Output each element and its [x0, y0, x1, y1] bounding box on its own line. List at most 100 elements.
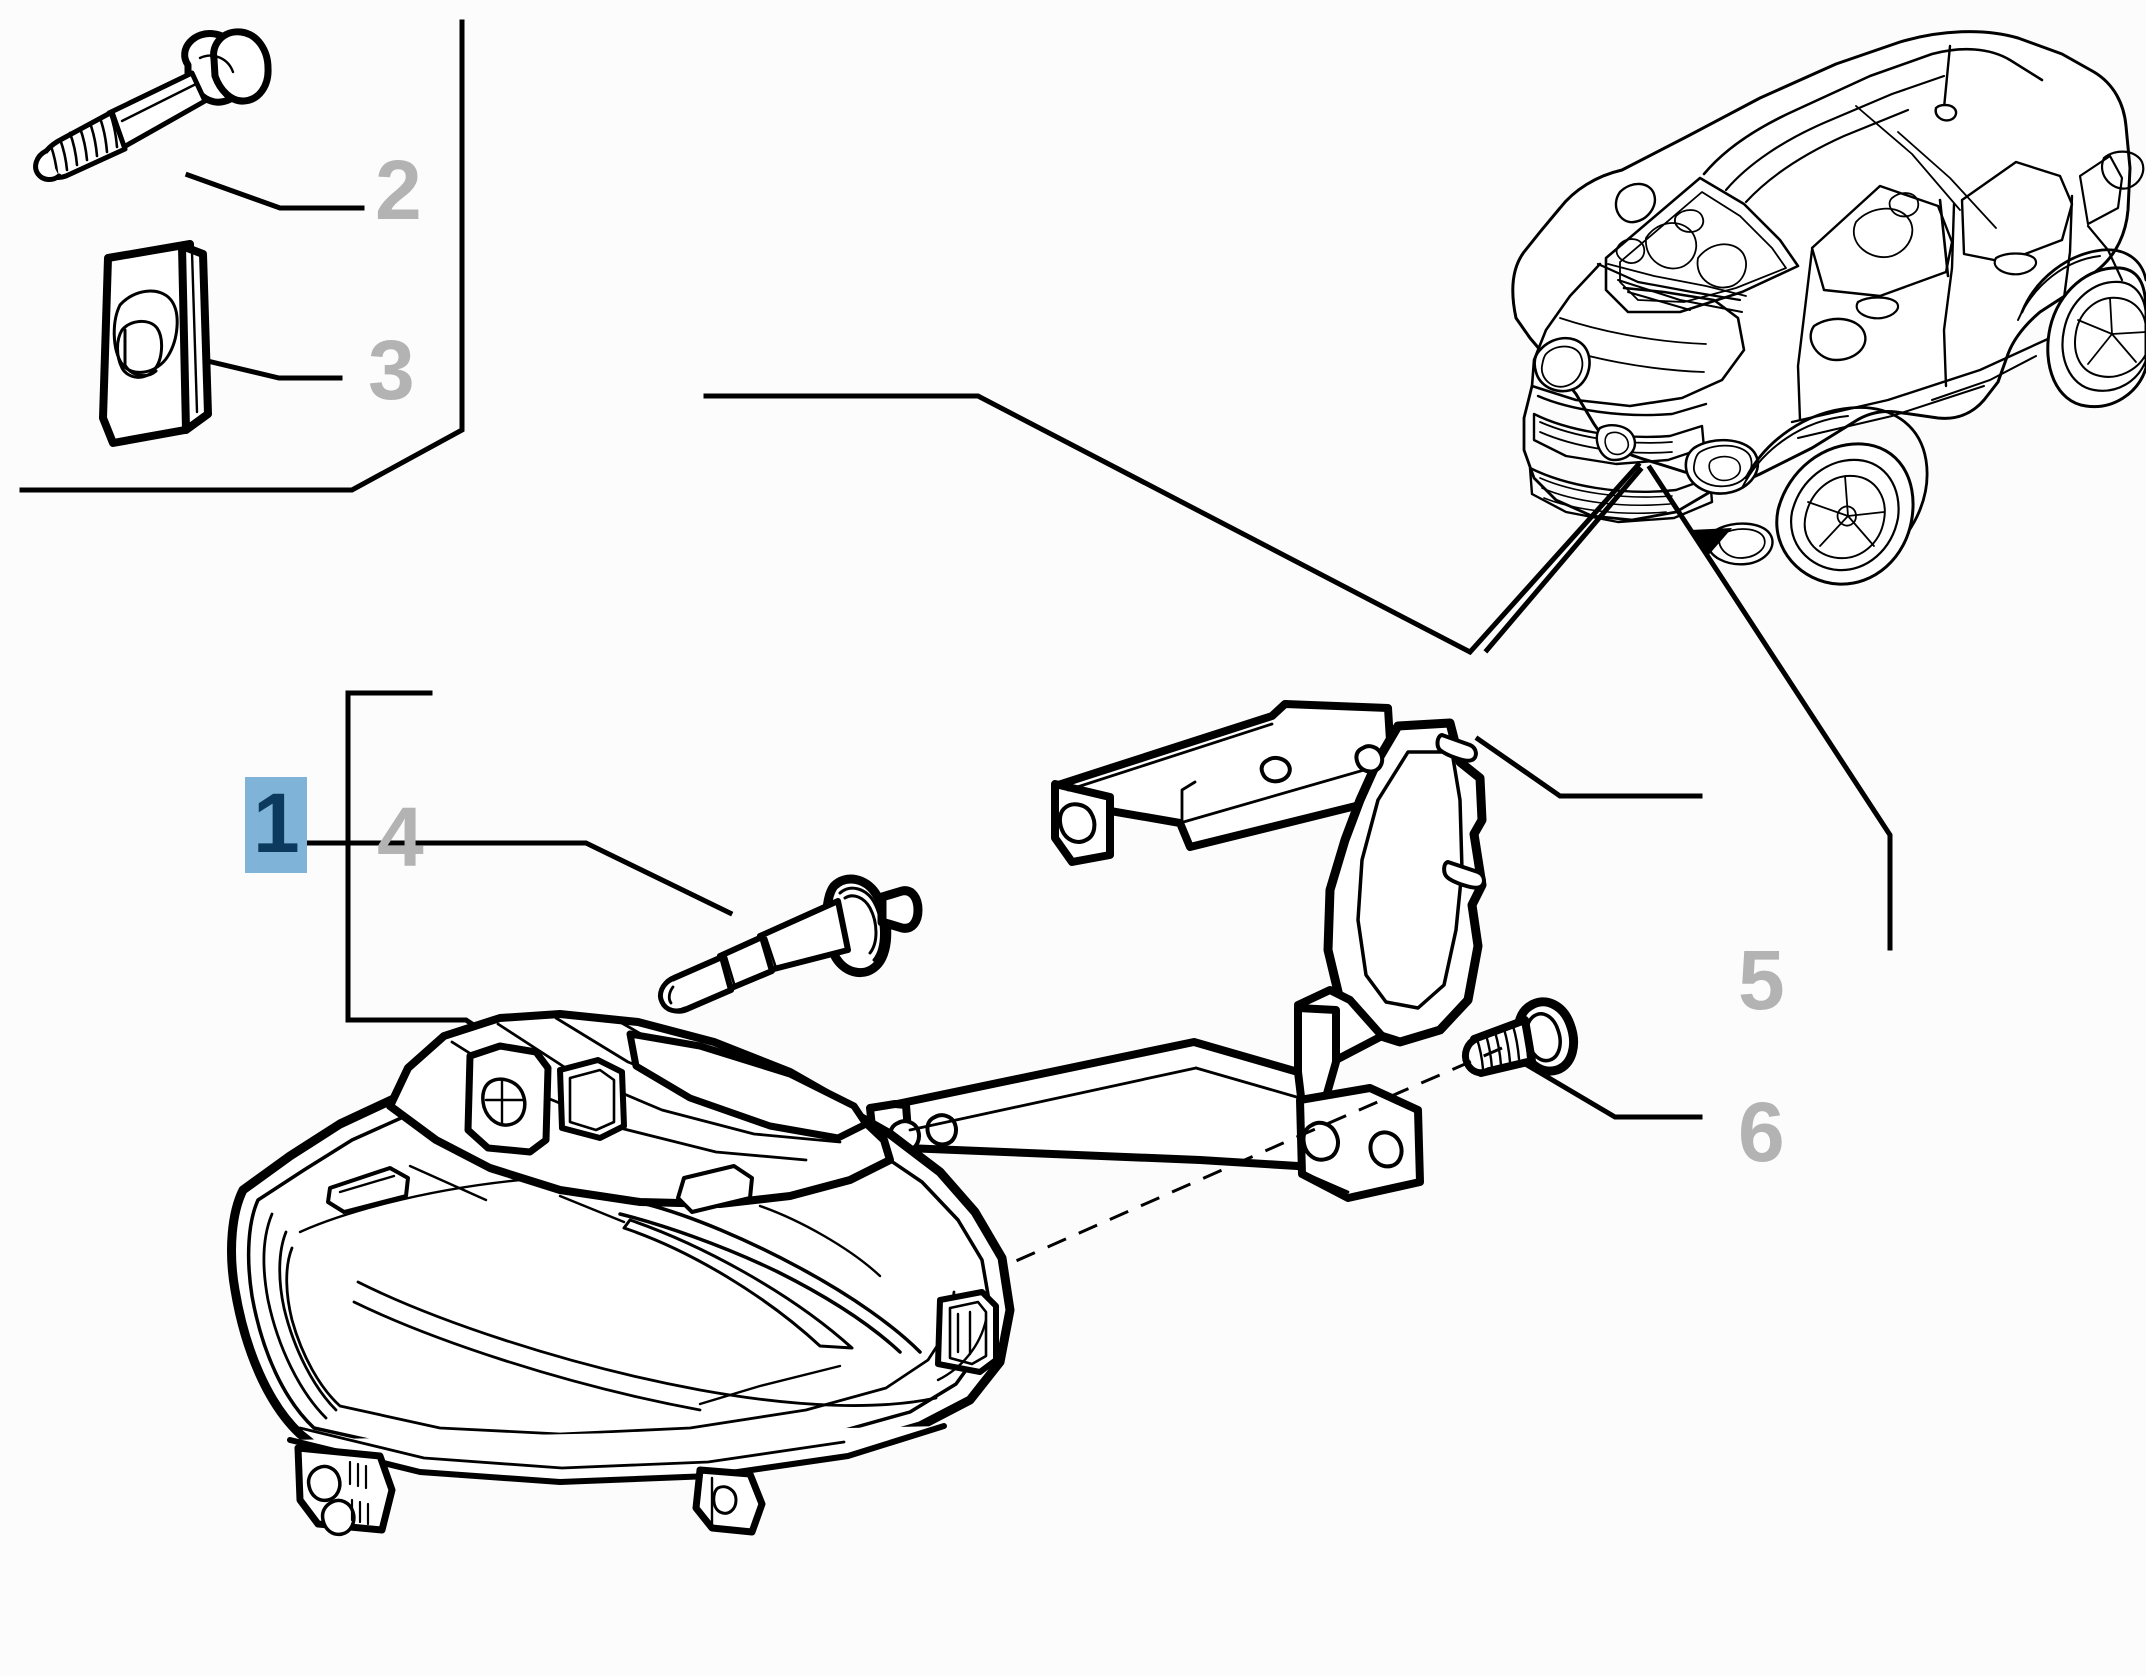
vehicle-tyre-front-inner [1789, 458, 1900, 572]
bracket-right-plate-hole-1 [1301, 1120, 1340, 1162]
headlamp-connector-inner [948, 1300, 988, 1366]
vehicle-rear-quarter-panel [2086, 224, 2124, 282]
vehicle-wiper-2 [1627, 291, 1691, 311]
bulb-collar-inner [838, 886, 883, 962]
bulb-tip-end [657, 976, 688, 1014]
bracket-upper-tab-hole [1057, 802, 1097, 844]
vehicle-cladding-front-arch [1741, 415, 1849, 489]
headlamp-projector-line [356, 1280, 938, 1407]
headlamp-drl-signature [618, 1212, 902, 1354]
headlamp-foot-left-hole-1 [306, 1464, 342, 1503]
vehicle-badge-inner [1604, 431, 1630, 456]
bracket-plate-slot-bottom [1442, 860, 1486, 890]
bracket-lower-right-plate [1296, 1084, 1424, 1202]
bulb-body-line2 [724, 955, 737, 989]
vehicle-interior-headrest [1674, 209, 1705, 233]
vehicle-roof-panel [1724, 74, 1946, 192]
vehicle-door-handle-rear [1993, 252, 2038, 276]
leader-line-6 [1506, 1051, 1703, 1120]
vehicle-headlamp-left-inner [1540, 345, 1584, 388]
headlamp-lens-contour-2 [262, 1212, 328, 1420]
vehicle-roof-seam [1855, 105, 1961, 211]
vehicle-wiper [1617, 279, 1743, 313]
vehicle-interior-rear-seat [1853, 207, 1914, 259]
vehicle-roof-seam-2 [1897, 131, 1997, 229]
headlamp-foot-left-hole-2 [320, 1498, 356, 1537]
bracket-plate-hole [1354, 744, 1385, 774]
headlamp-lower-rim-2 [298, 1426, 846, 1470]
bracket-plate-inner [1356, 750, 1464, 1010]
vehicle-cladding-rear-arch [2017, 255, 2101, 321]
headlamp-rear-block [626, 1030, 870, 1142]
vehicle-sill [1790, 336, 2052, 424]
vehicle-door-line-rear [1942, 202, 1956, 388]
bulb-body-line [764, 936, 778, 970]
vehicle-interior-dash [1607, 263, 1747, 297]
vehicle-interior-steering [1615, 238, 1646, 264]
callout-number-6[interactable]: 6 [1738, 1085, 1785, 1179]
bracket-upper-arm-hole [1259, 755, 1292, 784]
headlamp-connector-pin [956, 1310, 972, 1356]
bracket-vertical-plate [1323, 718, 1487, 1047]
headlamp-lens-facet-main [285, 1246, 956, 1436]
vehicle-hood-crease-1 [1559, 317, 1707, 345]
headlamp-foot-center-hole [712, 1485, 738, 1515]
bulb-terminal [877, 886, 923, 933]
bracket-right-plate-edge [1300, 1170, 1350, 1194]
vehicle-rocker-cladding [1931, 355, 2037, 401]
leader-line-vehicle-right [1646, 464, 1893, 951]
callout-number-3[interactable]: 3 [368, 323, 415, 417]
vehicle-bumper-mesh [1539, 477, 1673, 514]
screw-head-washer [210, 28, 272, 105]
vehicle-tyre-rear-inner [2061, 280, 2146, 392]
bulb-collar-inner2 [843, 894, 878, 955]
vehicle-headlamp-right [1684, 438, 1760, 495]
vehicle-wheel-rear [2046, 266, 2146, 409]
headlamp-drl-blade [622, 1218, 854, 1350]
headlamp-adjuster-hole [481, 1077, 527, 1127]
headlamp-drl-signature-2 [644, 1202, 922, 1354]
callout-number-1[interactable]: 1 [245, 777, 307, 873]
vehicle-antenna-base [1934, 103, 1958, 122]
vehicle-door-line-rear-2 [2062, 194, 2074, 300]
headlamp-tab-right [557, 1057, 627, 1141]
headlamp-adjuster-cross [484, 1078, 526, 1126]
headlamp-lens-detail-6 [698, 1364, 842, 1406]
vehicle-antenna [1942, 44, 1952, 110]
headlamp-lens-detail-4 [758, 1204, 882, 1278]
vehicle-roof [1702, 47, 2044, 176]
vehicle-foglamp-right-inner [1718, 528, 1766, 559]
vehicle-rim-rear [2074, 296, 2146, 378]
vehicle-headlamp-right-bulb [1708, 455, 1741, 482]
headlamp-lens-contour-3 [278, 1230, 338, 1412]
bracket-upper-arm-edge [1066, 722, 1274, 792]
headlamp-lens-detail-2 [408, 1164, 488, 1202]
bulb-tip-ring [667, 985, 675, 1005]
headlamp-right-marker [676, 1164, 754, 1214]
callout-number-2[interactable]: 2 [375, 143, 422, 237]
leader-line-vehicle-left [703, 393, 1642, 656]
screw-head-detail [198, 54, 235, 74]
headlamp-tab-right-inner [568, 1068, 616, 1132]
leader-line-2 [184, 171, 365, 211]
screw-tip [33, 148, 62, 182]
vehicle-windshield-inner [1619, 191, 1787, 303]
callout-number-5[interactable]: 5 [1738, 933, 1785, 1027]
headlamp-side-marker-inner [338, 1174, 396, 1194]
vehicle-headlamp-marker [1690, 528, 1732, 558]
vehicle-rim-front [1803, 474, 1886, 560]
headlamp-connector-housing [935, 1289, 999, 1375]
leader-line-4 [327, 840, 734, 917]
callout-number-4[interactable]: 4 [377, 790, 424, 884]
bracket-upper-step [1180, 780, 1197, 828]
headlamp-housing-ridge-2 [496, 1022, 842, 1144]
vehicle-hub-front [1836, 505, 1857, 527]
vehicle-windshield [1604, 176, 1800, 314]
